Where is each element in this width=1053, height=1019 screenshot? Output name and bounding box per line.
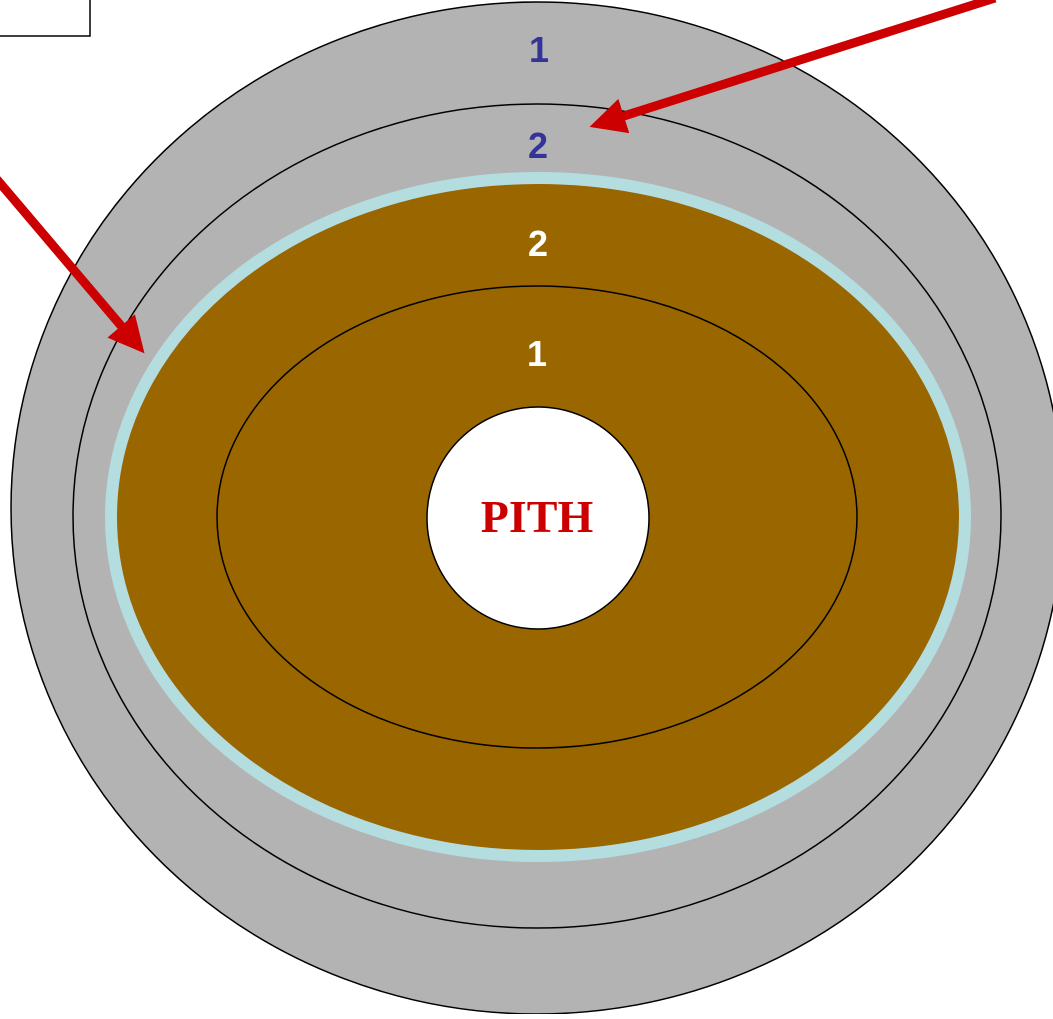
bark-ring-1-label: 1 <box>529 29 549 70</box>
pith-label: PITH <box>481 491 594 542</box>
wood-ring-1-label: 1 <box>527 333 547 374</box>
bark-ring-2-label: 2 <box>528 125 548 166</box>
wood-ring-2-label: 2 <box>528 223 548 264</box>
arrow-to-bark-ring <box>589 0 997 134</box>
label-box <box>0 0 91 37</box>
pith-circle <box>426 406 650 630</box>
arrow-to-cambium <box>0 176 145 354</box>
annual-ring-boundary <box>216 285 858 749</box>
bark-ring-boundary <box>72 103 1002 929</box>
